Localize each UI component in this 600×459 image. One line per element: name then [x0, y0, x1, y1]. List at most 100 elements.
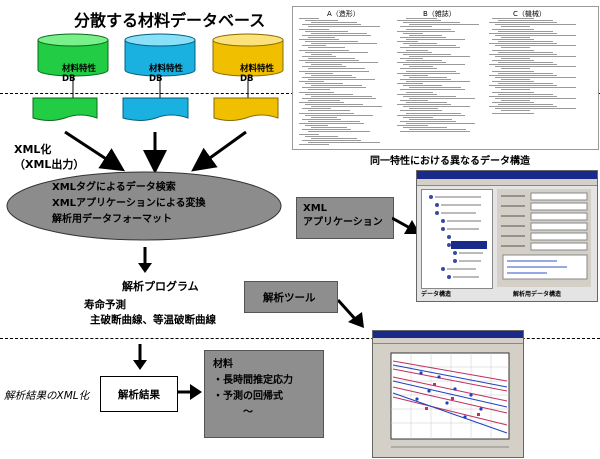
doc-text-line [311, 43, 377, 45]
doc-text-line [498, 41, 553, 43]
doc-text-line [397, 104, 451, 106]
doc-text-line [403, 95, 456, 97]
process-ellipse-shape [6, 171, 282, 241]
doc-text-line [397, 83, 423, 85]
doc-text-line [299, 18, 319, 19]
xml-document-panel: A（造形） B（雑誌） C（機械） [292, 6, 599, 150]
doc-text-line [409, 87, 461, 89]
doc-text-line [302, 87, 366, 89]
screenshot-left-label: データ構造 [421, 291, 452, 298]
doc-text-line [308, 68, 365, 70]
doc-text-line [495, 45, 576, 47]
doc-text-line [302, 118, 341, 120]
arrow-to-program [138, 247, 152, 273]
doc-text-line [492, 102, 534, 103]
doc-text-line [409, 24, 479, 26]
doc-text-line [299, 70, 369, 72]
doc-text-line [495, 55, 576, 57]
doc-text-line [305, 83, 343, 85]
result-xml-label: 解析結果のXML化 [4, 390, 90, 402]
doc-text-line [495, 97, 576, 99]
doc-text-line [308, 36, 335, 38]
doc-text-line [403, 22, 460, 24]
doc-text-line [305, 51, 368, 53]
doc-text-line [498, 20, 553, 22]
doc-column-b: B（雑誌） [423, 10, 456, 18]
doc-text-line [498, 51, 553, 53]
process-ellipse-text: XMLタグによるデータ検索 XMLアプリケーションによる変換 解析用データフォー… [52, 182, 206, 225]
doc-text-line [489, 106, 557, 108]
doc-text-line [403, 106, 470, 108]
doc-text-line [397, 41, 418, 43]
doc-text-line [492, 28, 534, 30]
doc-text-line [406, 39, 465, 40]
doc-text-line [492, 91, 534, 93]
doc-text-line [409, 118, 452, 120]
doc-text-line [308, 99, 340, 101]
doc-text-line [492, 60, 534, 61]
database-icon-blue [124, 33, 196, 77]
doc-text-line [492, 112, 534, 114]
doc-text-line [305, 20, 338, 22]
doc-text-line [489, 53, 557, 55]
doc-text-line [409, 45, 456, 47]
doc-text-line [489, 22, 557, 24]
doc-text-line [299, 60, 359, 61]
doc-text-line [495, 87, 576, 89]
doc-text-line [403, 74, 428, 76]
doc-text-line [302, 108, 331, 110]
doc-text-line [308, 57, 355, 59]
analysis-tool-box: 解析ツール [244, 281, 338, 313]
doc-text-line [400, 110, 442, 112]
doc-text-line [406, 49, 428, 51]
doc-text-line [409, 108, 438, 110]
doc-text-line [489, 74, 557, 76]
doc-text-line [409, 97, 475, 99]
doc-text-line [299, 49, 349, 51]
doc-text-line [308, 78, 375, 80]
doc-text-line [299, 81, 324, 82]
doc-text-line [501, 68, 530, 70]
doc-text-line [501, 26, 530, 28]
doc-text-line [308, 47, 345, 49]
doc-text-line [302, 34, 371, 36]
doc-text-line [403, 53, 451, 55]
doc-text-line [492, 70, 534, 72]
doc-text-line [406, 102, 447, 103]
doc-text-line [409, 34, 442, 36]
doc-column-c: C（機械） [513, 10, 546, 18]
arrow-to-material [178, 384, 202, 400]
doc-text-line [305, 104, 363, 106]
doc-text-line [400, 99, 428, 101]
doc-text-line [397, 20, 441, 22]
doc-text-line [406, 28, 451, 30]
doc-text-line [400, 57, 423, 59]
doc-text-line [311, 137, 357, 139]
doc-text-line [308, 141, 380, 143]
doc-text-line [403, 32, 423, 34]
doc-text-line [409, 55, 470, 57]
doc-text-line [397, 114, 465, 116]
doc-column-a: A（造形） [327, 10, 360, 18]
doc-text-line [308, 120, 360, 122]
doc-text-line [495, 108, 576, 110]
creep-plot [390, 352, 510, 448]
doc-text-line [400, 89, 465, 91]
doc-text-line [302, 24, 361, 26]
database-icon-yellow [212, 33, 284, 77]
doc-text-line [311, 74, 352, 76]
doc-text-line [400, 26, 432, 28]
doc-text-line [308, 110, 350, 112]
doc-text-line [501, 99, 530, 101]
doc-text-line [305, 135, 338, 137]
doc-text-line [409, 129, 466, 131]
doc-text-line [302, 76, 356, 78]
doc-text-line [397, 51, 432, 53]
arrow-to-chart [338, 298, 364, 328]
convergence-arrows [64, 130, 247, 174]
doc-text-line [308, 131, 370, 133]
doc-text-line [302, 139, 361, 141]
doc-text-line [498, 30, 553, 32]
doc-text-line [501, 110, 530, 112]
